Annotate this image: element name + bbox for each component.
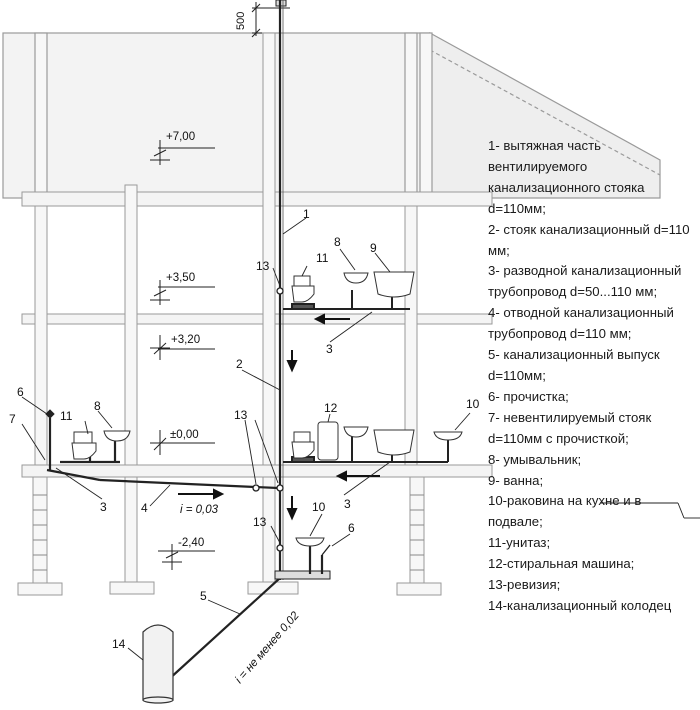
callout-1: 1 bbox=[303, 207, 310, 221]
callout-11b: 11 bbox=[60, 409, 73, 423]
floor-slabs bbox=[21, 191, 493, 478]
callout-13c: 13 bbox=[253, 515, 267, 529]
dimension-500 bbox=[251, 0, 290, 38]
kitchen-sink-icon bbox=[295, 537, 325, 547]
dimension-500-label: 500 bbox=[235, 12, 247, 30]
legend-list: 1- вытяжная часть вентилируемого канализ… bbox=[488, 136, 698, 617]
kitchen-sink-icon bbox=[433, 431, 463, 441]
leader-lines bbox=[21, 217, 700, 661]
level-second-ceiling: +3,20 bbox=[171, 334, 200, 346]
callout-14: 14 bbox=[112, 637, 126, 651]
slope-upper: i = 0,03 bbox=[180, 504, 219, 516]
toilet-icon bbox=[291, 275, 315, 303]
callout-4: 4 bbox=[141, 501, 148, 515]
upper-branch bbox=[283, 290, 410, 310]
level-ground: ±0,00 bbox=[170, 429, 199, 441]
callout-6b: 6 bbox=[348, 521, 355, 535]
sewer-well bbox=[142, 624, 174, 704]
callout-5: 5 bbox=[200, 589, 207, 603]
legend-item: 5- канализационный выпуск d=110мм; bbox=[488, 347, 660, 383]
left-outlet-branch bbox=[46, 418, 279, 490]
legend-item: 2- стояк канализационный d=110 мм; bbox=[488, 221, 690, 258]
callout-7: 7 bbox=[9, 412, 16, 426]
flow-arrows bbox=[178, 313, 380, 521]
callout-3c: 3 bbox=[344, 497, 351, 511]
legend-item: 3- разводной канализационный трубопровод… bbox=[488, 263, 682, 300]
ground-branch bbox=[283, 436, 449, 463]
legend-item: 13-ревизия; bbox=[488, 577, 561, 593]
slope-lower: i = не менее 0,02 bbox=[233, 609, 302, 686]
callout-11a: 11 bbox=[316, 251, 329, 265]
level-markers bbox=[150, 140, 215, 570]
callout-9: 9 bbox=[370, 241, 377, 255]
cleanout-markers bbox=[45, 409, 331, 556]
legend-item: 12-стиральная машина; bbox=[488, 556, 635, 572]
callout-13a: 13 bbox=[256, 259, 270, 273]
washing-machine-icon bbox=[317, 421, 339, 461]
washbasin-icon bbox=[343, 426, 369, 438]
level-second-floor: +3,50 bbox=[166, 272, 195, 284]
foundation bbox=[17, 476, 442, 596]
roof-structure bbox=[2, 31, 661, 199]
foundation-hatching bbox=[33, 494, 424, 571]
toilet-icon bbox=[71, 431, 97, 460]
legend-item: 9- ванна; bbox=[488, 472, 544, 488]
callout-8a: 8 bbox=[334, 235, 341, 249]
basement-outlet bbox=[167, 545, 331, 681]
washbasin-icon bbox=[343, 272, 369, 284]
legend-item: 4- отводной канализационный трубопровод … bbox=[488, 305, 674, 342]
legend-item: 14-канализационный колодец bbox=[488, 597, 672, 613]
callout-6a: 6 bbox=[17, 385, 24, 399]
callout-2: 2 bbox=[236, 357, 243, 371]
legend-item: 8- умывальник; bbox=[488, 451, 582, 467]
legend-item: 6- прочистка; bbox=[488, 388, 569, 404]
washbasin-icon bbox=[103, 430, 131, 442]
level-basement: -2,40 bbox=[178, 537, 204, 549]
callout-10a: 10 bbox=[466, 397, 480, 411]
callout-3b: 3 bbox=[100, 500, 107, 514]
legend-item: 7- невентилируемый стояк d=110мм с прочи… bbox=[488, 409, 652, 446]
bathtub-icon bbox=[373, 429, 415, 456]
legend-item: 11-унитаз; bbox=[488, 535, 551, 551]
legend-item: 10-раковина на кухне и в подвале; bbox=[488, 493, 642, 530]
bathtub-icon bbox=[373, 271, 415, 298]
level-roof: +7,00 bbox=[166, 131, 195, 143]
toilet-icon bbox=[291, 431, 315, 459]
legend-item: 1- вытяжная часть вентилируемого канализ… bbox=[488, 138, 645, 216]
callout-10b: 10 bbox=[312, 500, 326, 514]
columns bbox=[34, 32, 418, 466]
callout-8b: 8 bbox=[94, 399, 101, 413]
revision-markers bbox=[252, 287, 284, 552]
callout-3a: 3 bbox=[326, 342, 333, 356]
callout-12: 12 bbox=[324, 401, 338, 415]
callout-13b: 13 bbox=[234, 408, 248, 422]
